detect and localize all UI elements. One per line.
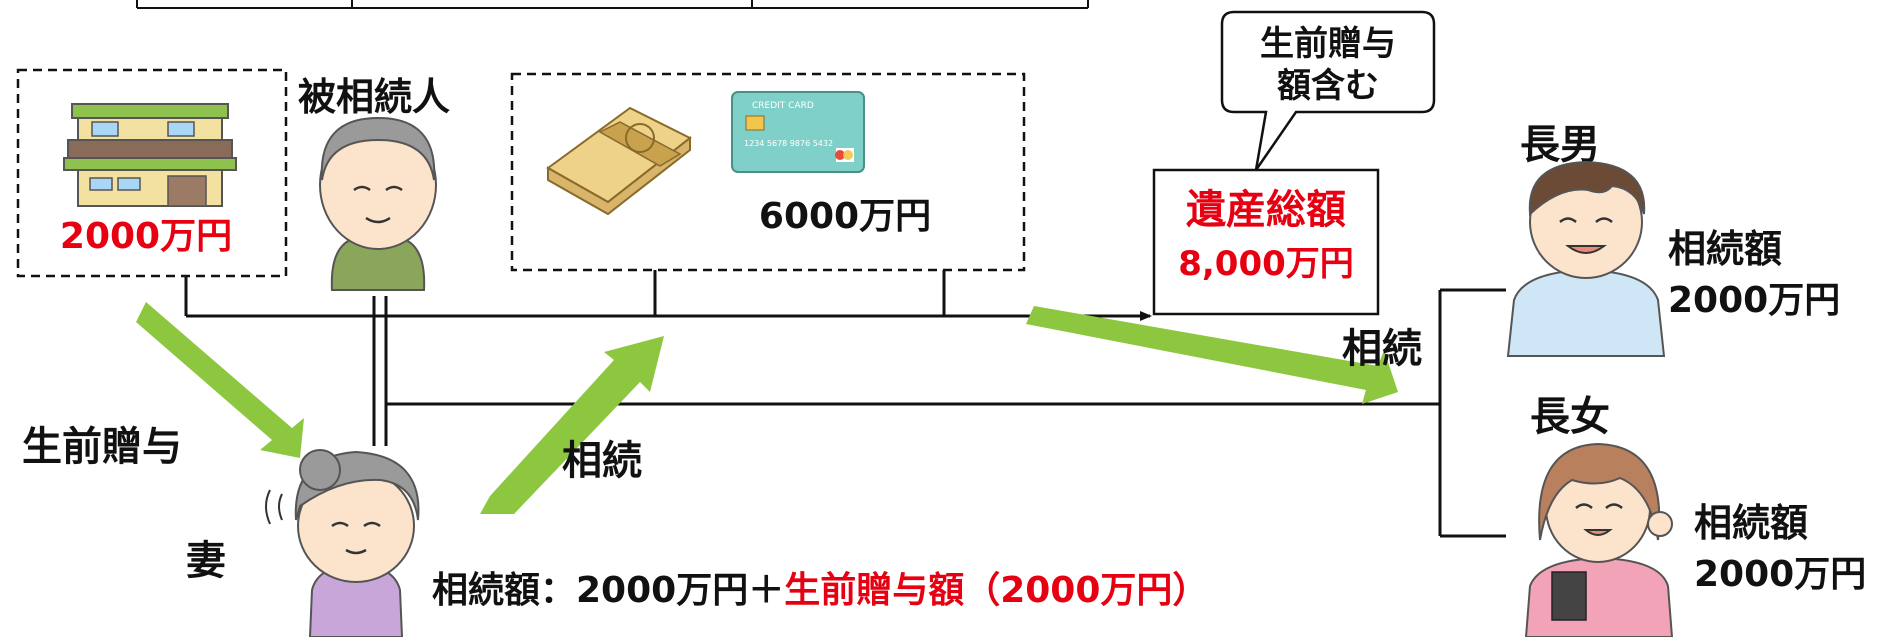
son-amount-label: 相続額 bbox=[1668, 227, 1782, 271]
credit-card-icon: CREDIT CARD 1234 5678 9876 5432 bbox=[731, 91, 865, 173]
table-fragment bbox=[136, 0, 1089, 9]
house-icon bbox=[63, 103, 237, 207]
old-woman-icon bbox=[265, 449, 420, 637]
connector-lines bbox=[184, 270, 1506, 538]
callout-line-2: 額含む bbox=[1277, 66, 1379, 106]
money-bundle-icon bbox=[546, 106, 692, 216]
son-amount: 2000万円 bbox=[1668, 280, 1840, 321]
house-amount: 2000万円 bbox=[60, 216, 232, 257]
wife-inherit-label: 相続 bbox=[562, 438, 642, 484]
wife-formula-gift: 生前贈与額（2000万円） bbox=[784, 570, 1208, 611]
children-inherit-label: 相続 bbox=[1342, 326, 1422, 372]
children-inherit-arrow bbox=[1026, 306, 1398, 404]
card-number-text: 1234 5678 9876 5432 bbox=[744, 139, 833, 148]
callout-line-1: 生前贈与 bbox=[1260, 24, 1396, 64]
house-box bbox=[16, 68, 288, 278]
cash-box bbox=[510, 72, 1026, 272]
card-brand-text: CREDIT CARD bbox=[752, 101, 814, 111]
cash-amount: 6000万円 bbox=[759, 196, 931, 237]
callout-bubble bbox=[1220, 10, 1436, 171]
gift-arrow bbox=[136, 302, 304, 458]
estate-total-amount: 8,000万円 bbox=[1178, 244, 1354, 284]
son-icon bbox=[1506, 160, 1666, 357]
estate-total-label: 遺産総額 bbox=[1186, 187, 1346, 233]
son-label: 長男 bbox=[1520, 122, 1600, 168]
daughter-amount-label: 相続額 bbox=[1694, 501, 1808, 545]
wife-formula: 相続額：2000万円＋生前贈与額（2000万円） bbox=[432, 570, 1208, 611]
daughter-icon bbox=[1524, 442, 1674, 637]
daughter-label: 長女 bbox=[1530, 394, 1610, 440]
wife-inherit-arrow bbox=[480, 336, 664, 514]
estate-total-box bbox=[1152, 168, 1380, 316]
wife-formula-base: 相続額：2000万円＋ bbox=[432, 570, 784, 611]
wife-label: 妻 bbox=[186, 538, 226, 584]
old-man-icon bbox=[319, 116, 437, 291]
gift-label: 生前贈与 bbox=[22, 424, 182, 470]
deceased-label: 被相続人 bbox=[298, 75, 450, 119]
daughter-amount: 2000万円 bbox=[1694, 554, 1866, 595]
